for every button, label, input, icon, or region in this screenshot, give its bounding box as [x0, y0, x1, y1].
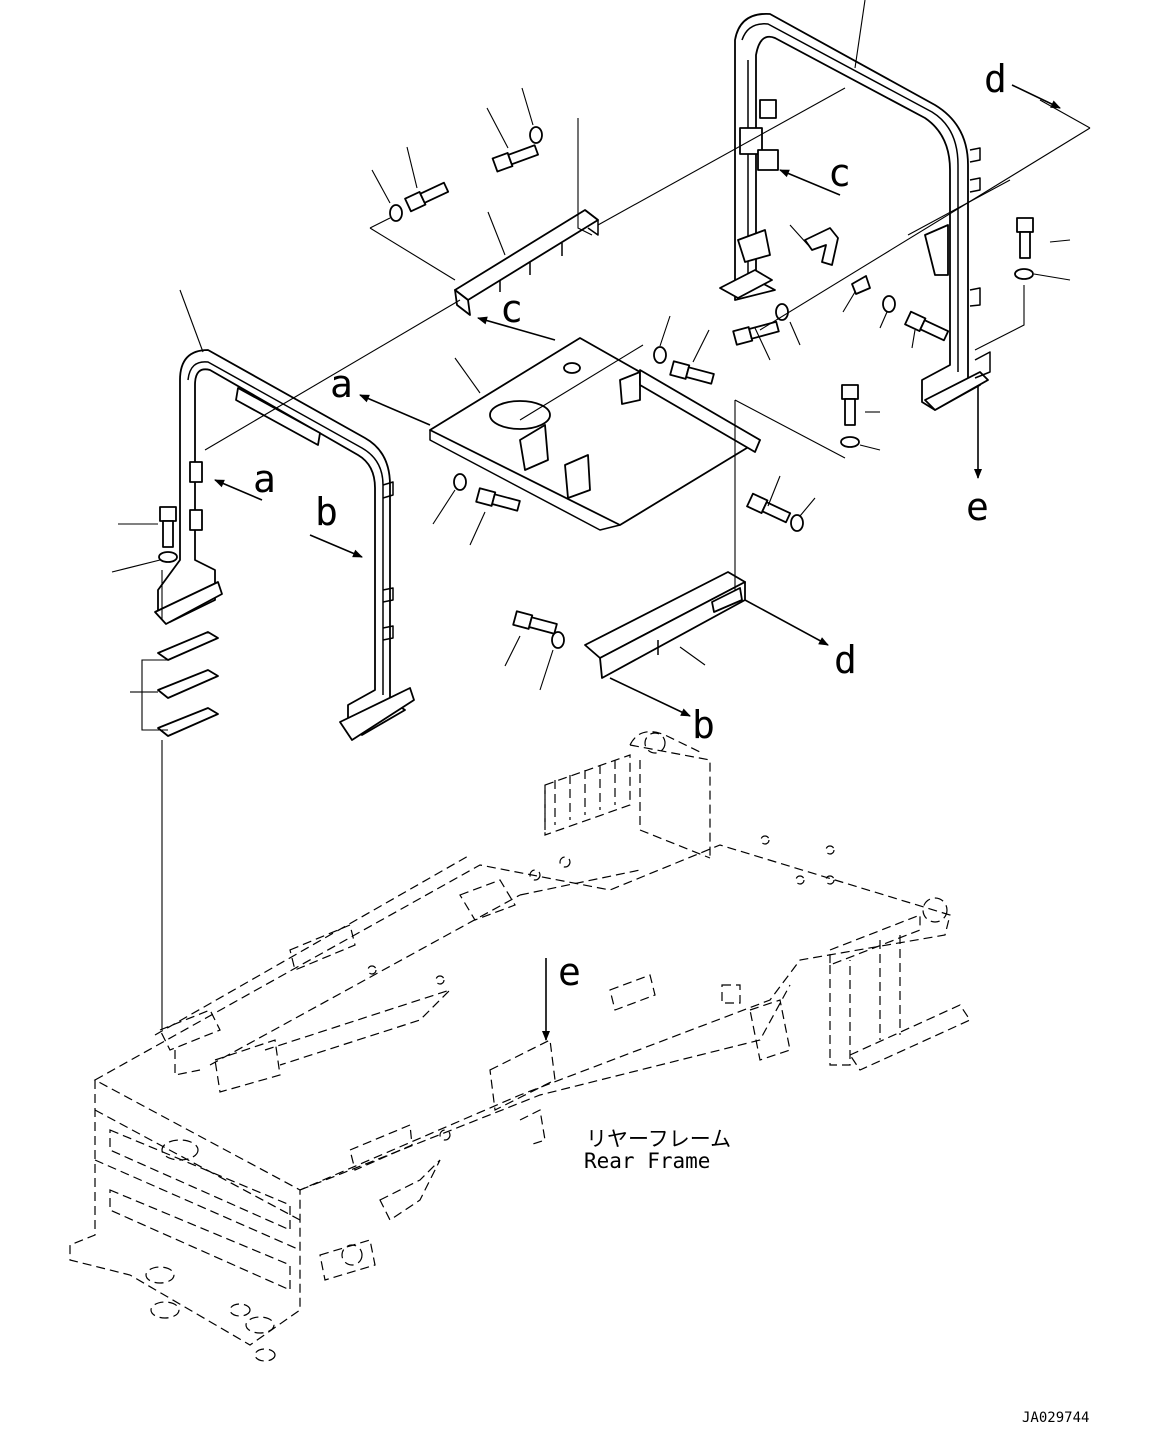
callout-letters: d c c a a b d b e e	[253, 57, 1007, 994]
floor-plate	[429, 337, 761, 531]
callout-e-frame: e	[558, 950, 581, 994]
washer-icon	[790, 514, 804, 532]
rear-frame-caption: リヤーフレーム Rear Frame	[584, 1127, 731, 1173]
washer-icon	[653, 346, 667, 364]
lower-cross-member	[584, 571, 746, 679]
bolt-icon	[669, 360, 715, 385]
callout-e-right: e	[966, 485, 989, 529]
rear-frame-label-en: Rear Frame	[584, 1149, 710, 1173]
callout-b-bottom: b	[692, 703, 715, 747]
callout-a-side: a	[253, 457, 276, 501]
left-rops-frame	[154, 349, 415, 741]
washer-icon	[551, 631, 565, 649]
right-rops-frame	[719, 13, 991, 411]
bolt-icon	[841, 384, 859, 426]
drawing-code: JA029744	[1022, 1410, 1089, 1426]
bolt-icon	[904, 310, 950, 342]
bolt-icon	[159, 506, 177, 548]
bracket-icon	[804, 227, 839, 266]
callout-c-lower: c	[500, 287, 523, 331]
washer-icon	[158, 551, 178, 563]
clip-icon	[851, 275, 871, 295]
washer-icon	[775, 303, 789, 321]
washer-icon	[1014, 268, 1034, 280]
fasteners	[158, 126, 1034, 649]
washer-icon	[840, 436, 860, 448]
washer-icon	[389, 204, 403, 222]
washer-icon	[453, 473, 467, 491]
washer-icon	[529, 126, 543, 144]
bolt-icon	[491, 144, 539, 173]
callout-a-top: a	[330, 362, 353, 406]
bolt-icon	[1016, 217, 1034, 259]
bolt-icon	[732, 320, 780, 346]
callout-b-side: b	[315, 490, 338, 534]
bolt-icon	[746, 492, 792, 524]
leader-lines	[111, 0, 1091, 1030]
bolt-icon	[512, 610, 558, 635]
callout-c-upper: c	[828, 151, 851, 195]
rear-frame	[69, 731, 971, 1362]
rear-frame-label-jp: リヤーフレーム	[586, 1127, 731, 1151]
upper-cross-member	[454, 209, 599, 316]
shims	[157, 631, 219, 737]
direction-arrows	[214, 84, 1061, 1041]
bolt-icon	[404, 181, 450, 213]
washer-icon	[882, 295, 896, 313]
callout-d-bottom: d	[834, 638, 857, 682]
callout-d-top: d	[984, 57, 1007, 101]
bolt-icon	[475, 487, 521, 512]
